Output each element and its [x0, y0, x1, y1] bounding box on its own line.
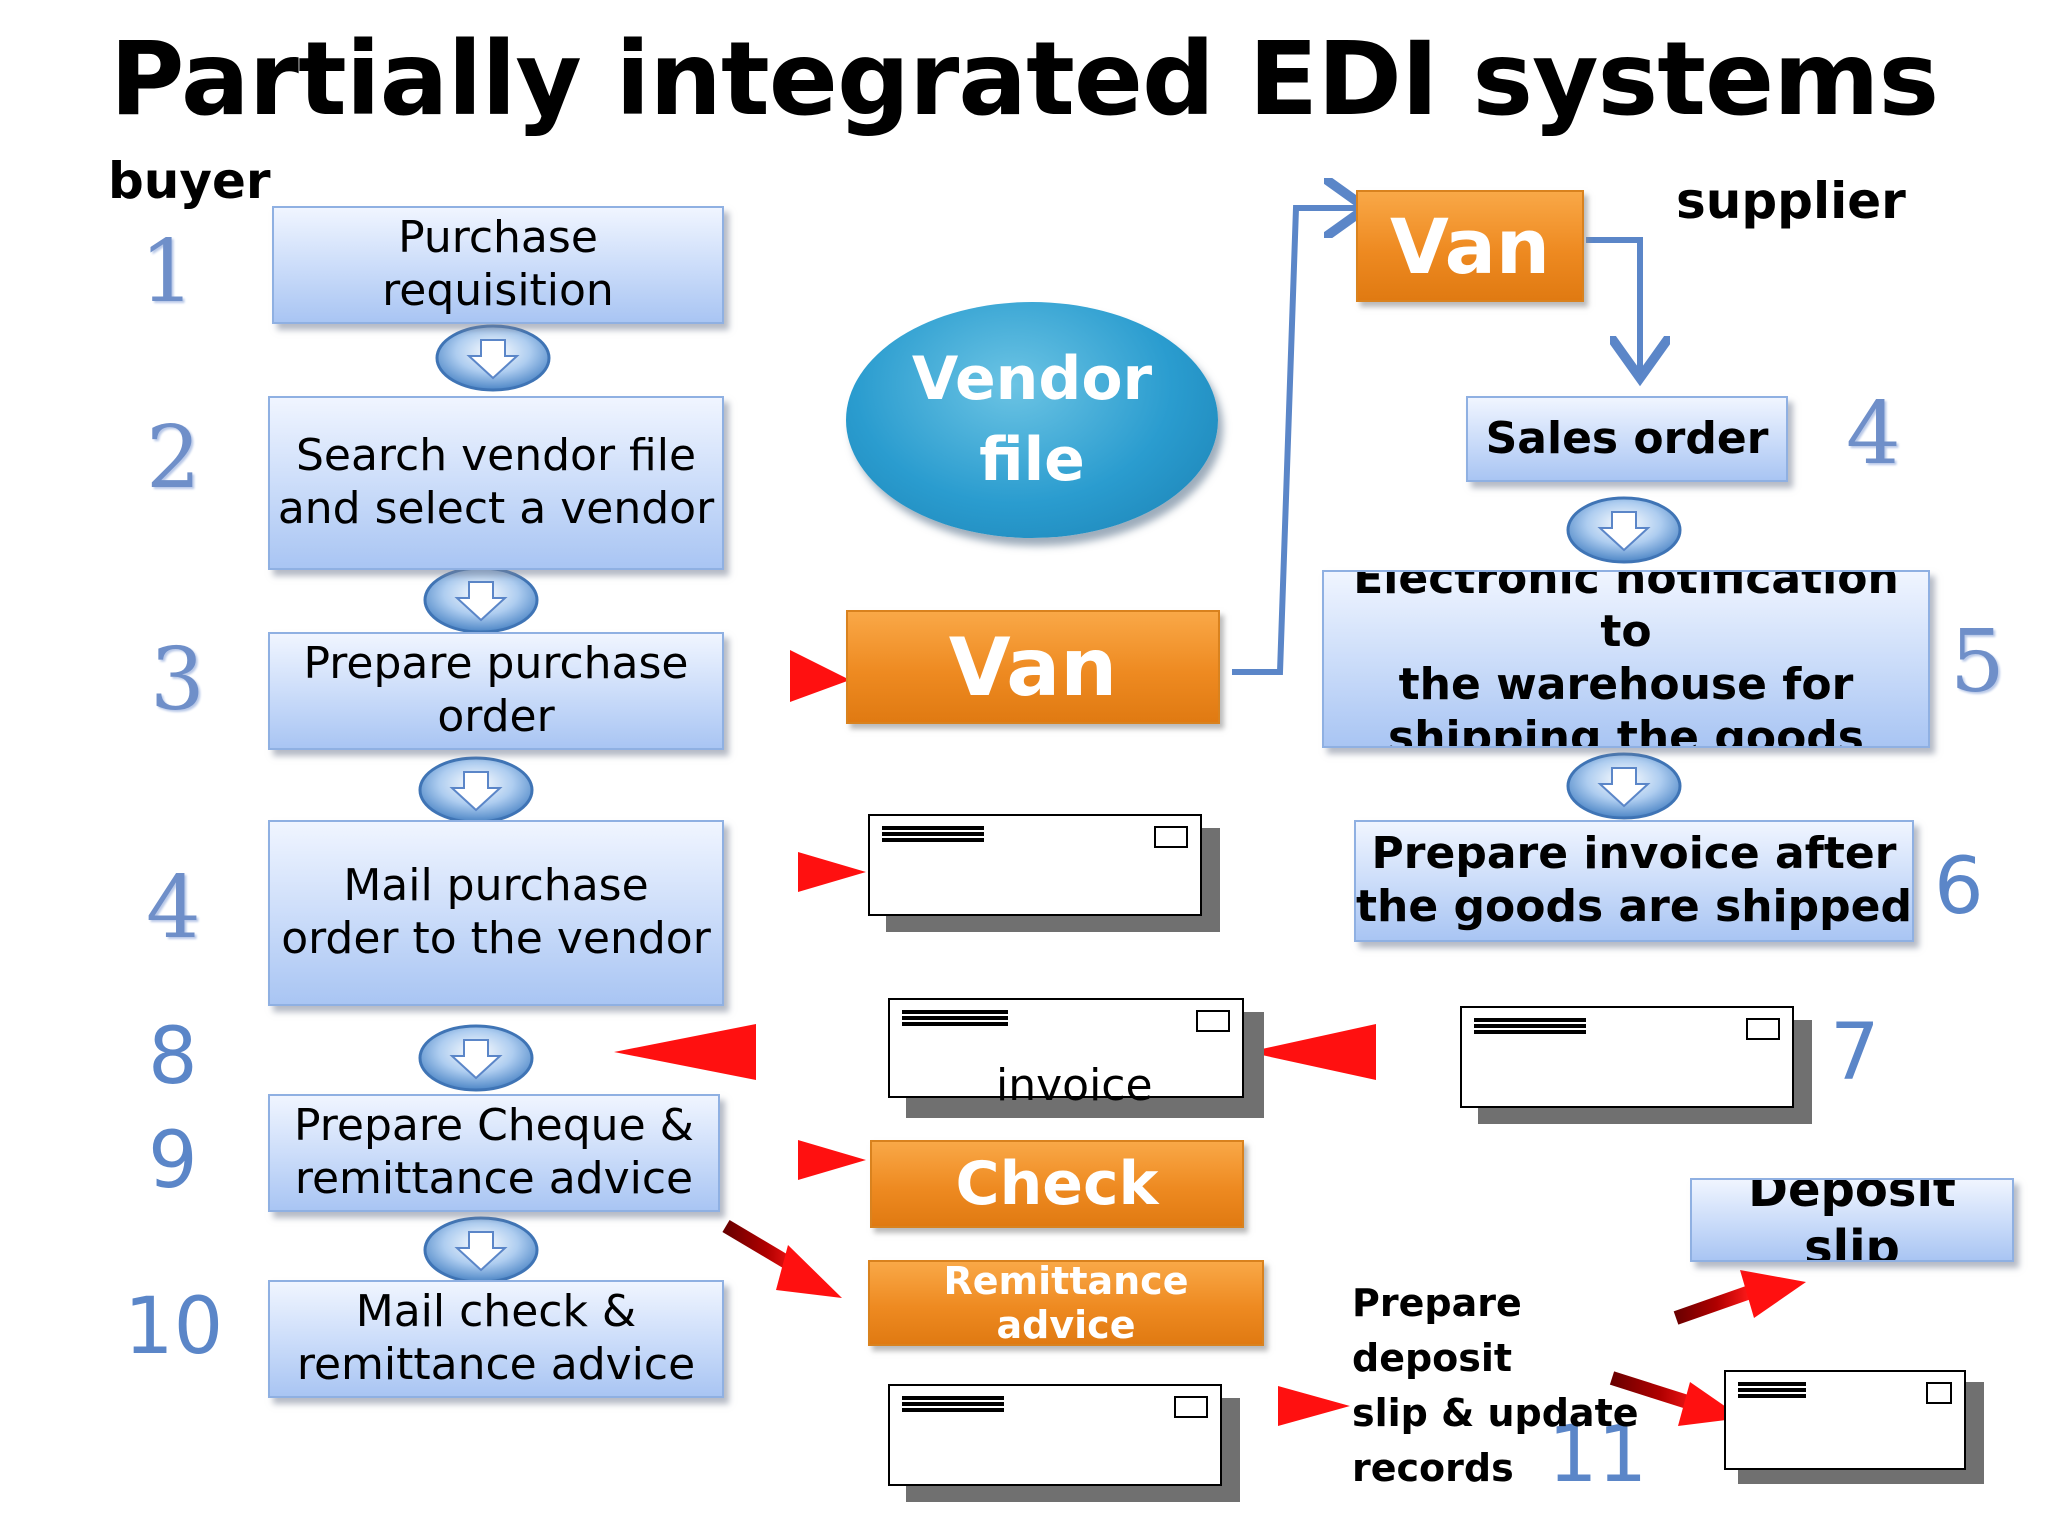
envelope-icon: invoice [888, 998, 1264, 1118]
connector-van-to-van [1232, 208, 1360, 675]
down-arrow-icon [423, 566, 539, 634]
step-prepare-cheque: Prepare Cheque & remittance advice [268, 1094, 720, 1212]
red-arrow-icon [1673, 1270, 1806, 1325]
envelope-icon [1460, 1006, 1812, 1124]
step-number: 1 [140, 222, 195, 322]
buyer-label: buyer [108, 152, 271, 210]
step-search-vendor-file: Search vendor file and select a vendor [268, 396, 724, 570]
step-number: 2 [146, 408, 201, 508]
connector-van-to-sales-order [1586, 237, 1640, 372]
red-arrow-icon [614, 1024, 876, 1080]
van-middle: Van [846, 610, 1220, 724]
envelope-icon [868, 814, 1220, 932]
deposit-caption: Prepare deposit slip & update records [1352, 1281, 1639, 1491]
invoice-label: invoice [996, 1060, 1153, 1111]
envelope-icon [888, 1384, 1240, 1502]
step-purchase-requisition: Purchase requisition [272, 206, 724, 324]
step-sales-order: Sales order [1466, 396, 1788, 482]
step-number: 10 [124, 1282, 224, 1372]
step-number: 6 [1934, 842, 1984, 932]
red-arrow-icon [734, 1140, 866, 1180]
envelope-icon [1724, 1370, 1984, 1484]
step-prepare-purchase-order: Prepare purchase order [268, 632, 724, 750]
vendor-file: Vendor file [846, 302, 1218, 538]
step-number: 4 [1846, 384, 1901, 484]
deposit-slip-box: Deposit slip [1690, 1178, 2014, 1262]
down-arrow-icon [418, 756, 534, 824]
red-arrow-icon [718, 650, 850, 702]
supplier-label: supplier [1676, 172, 1906, 230]
step-number: 8 [148, 1012, 198, 1102]
step-mail-check: Mail check & remittance advice [268, 1280, 724, 1398]
red-arrow-icon [722, 1219, 842, 1298]
step-number: 3 [150, 630, 205, 730]
page-title: Partially integrated EDI systems [109, 20, 1939, 139]
step-number: 5 [1950, 612, 2005, 712]
remittance-advice-box: Remittance advice [868, 1259, 1264, 1347]
step-prepare-invoice: Prepare invoice after the goods are ship… [1354, 820, 1914, 942]
step-number: 11 [1548, 1410, 1648, 1500]
red-arrow-icon [734, 852, 866, 892]
van-top: Van [1356, 190, 1584, 302]
step-number: 7 [1830, 1008, 1880, 1098]
down-arrow-icon [423, 1216, 539, 1284]
down-arrow-icon [418, 1024, 534, 1092]
step-number: 9 [148, 1116, 198, 1206]
down-arrow-icon [435, 324, 551, 392]
red-arrow-icon [1248, 1024, 1486, 1080]
check-box: Check [870, 1140, 1244, 1228]
down-arrow-icon [1566, 496, 1682, 564]
step-number: 4 [146, 858, 201, 958]
step-electronic-notification: Electronic notification to the warehouse… [1322, 570, 1930, 748]
down-arrow-icon [1566, 752, 1682, 820]
step-mail-purchase-order: Mail purchase order to the vendor [268, 820, 724, 1006]
